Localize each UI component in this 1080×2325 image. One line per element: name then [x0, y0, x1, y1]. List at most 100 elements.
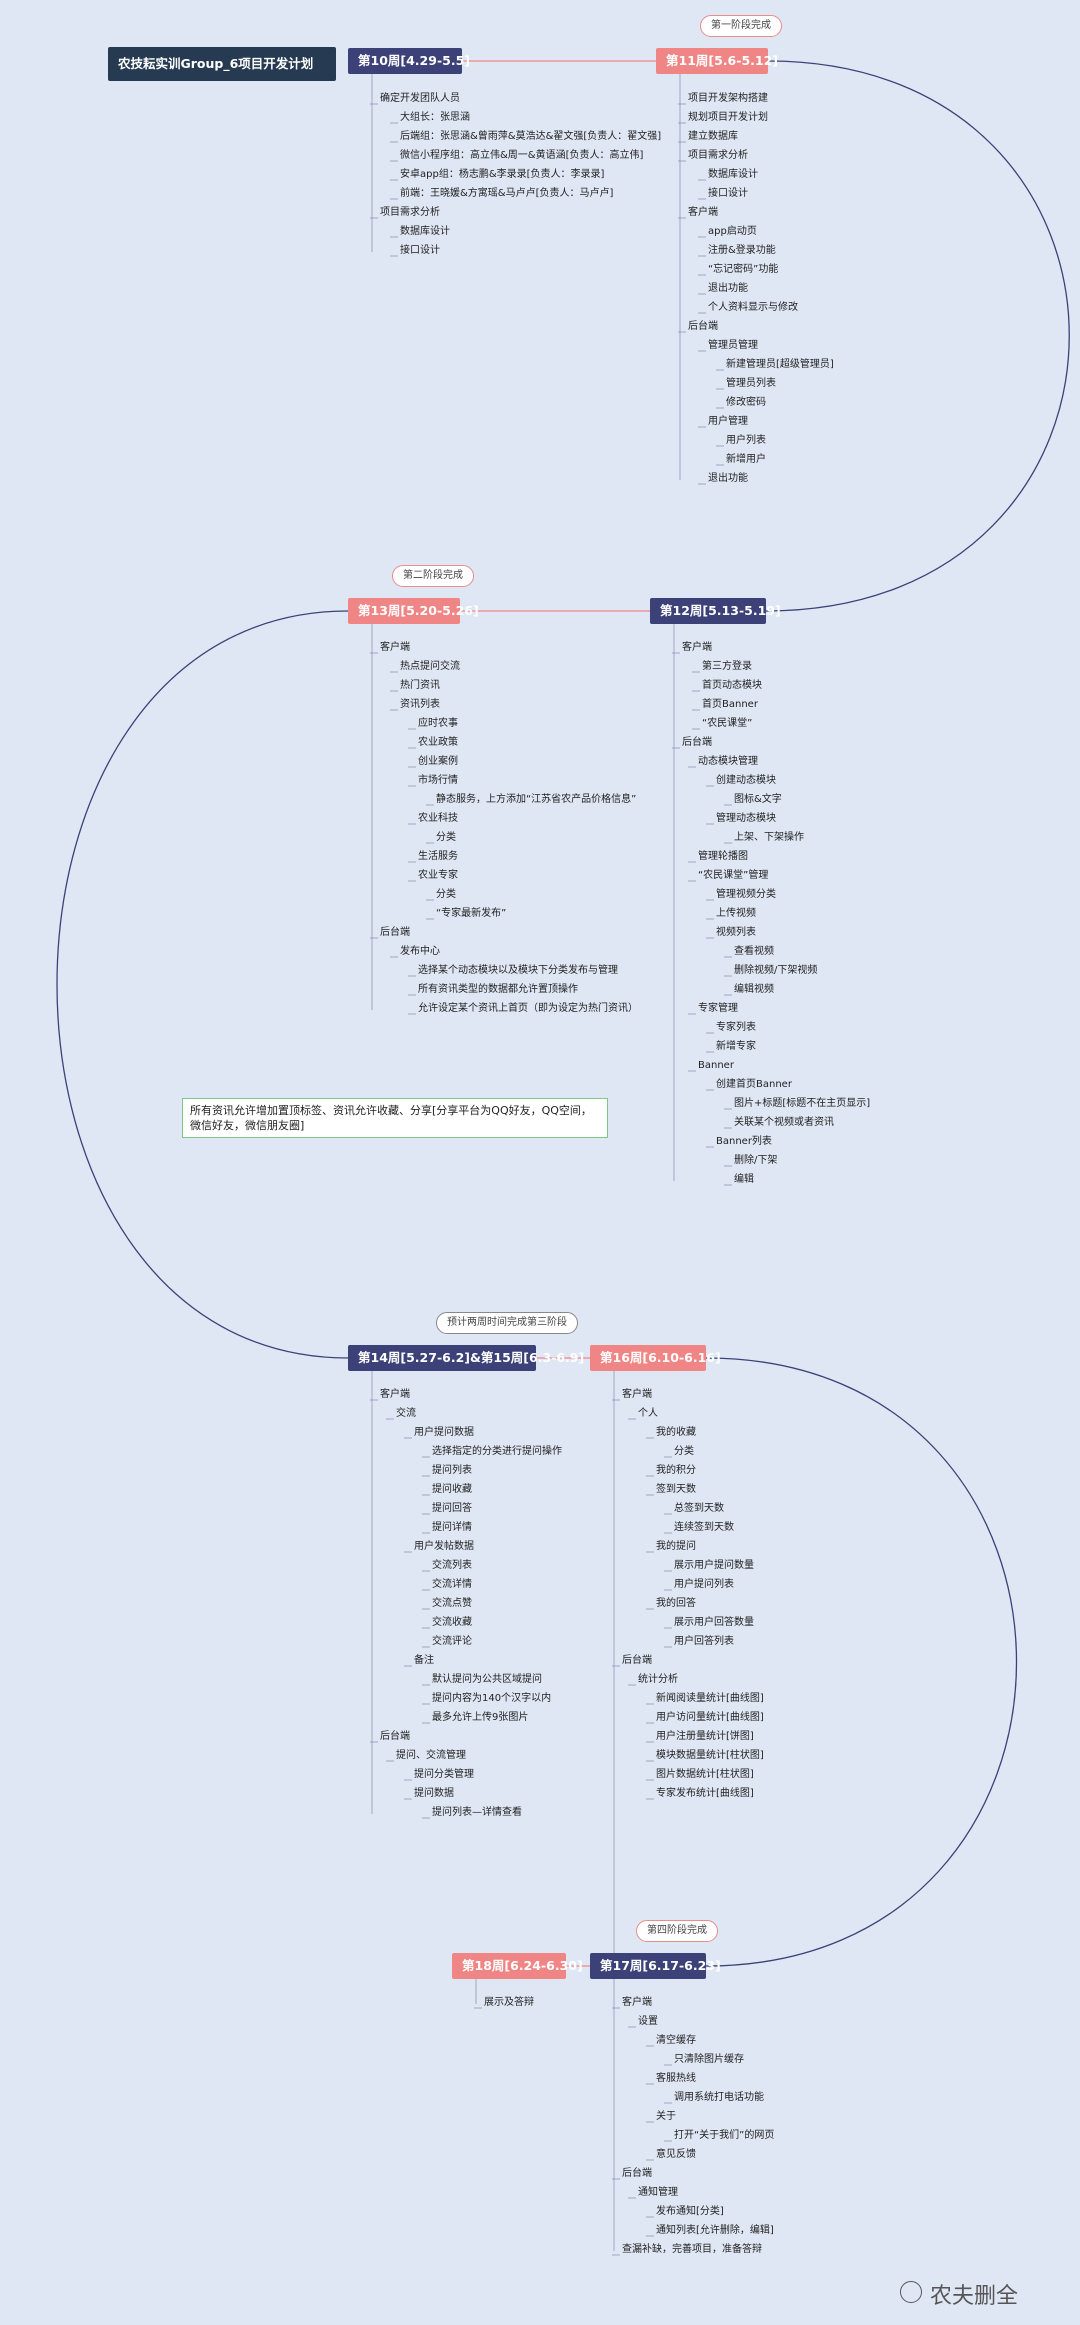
week-18-node[interactable]: 第18周[6.24-6.30] [452, 1953, 583, 1979]
task-item-e19[interactable]: 后台端 [380, 1731, 410, 1742]
task-item-b9[interactable]: 注册&登录功能 [708, 245, 776, 256]
task-item-d16[interactable]: 后台端 [380, 927, 410, 938]
task-item-f9[interactable]: 我的提问 [656, 1541, 696, 1552]
task-item-e8[interactable]: 提问详情 [432, 1522, 472, 1533]
task-item-b5[interactable]: 数据库设计 [708, 169, 758, 180]
task-item-d4[interactable]: 资讯列表 [400, 699, 440, 710]
task-item-c4[interactable]: 首页Banner [702, 699, 758, 710]
task-item-c13[interactable]: “农民课堂”管理 [698, 870, 769, 881]
task-item-c18[interactable]: 删除视频/下架视频 [734, 965, 818, 976]
task-item-d13[interactable]: 农业专家 [418, 870, 458, 881]
task-item-f13[interactable]: 展示用户回答数量 [674, 1617, 754, 1628]
task-item-b7[interactable]: 客户端 [688, 207, 718, 218]
task-item-e9[interactable]: 用户发帖数据 [414, 1541, 474, 1552]
week-12-node[interactable]: 第12周[5.13-5.19] [650, 598, 781, 624]
task-item-c10[interactable]: 管理动态模块 [716, 813, 776, 824]
task-item-b18[interactable]: 用户管理 [708, 416, 748, 427]
task-item-d1[interactable]: 客户端 [380, 642, 410, 653]
task-item-c26[interactable]: 关联某个视频或者资讯 [734, 1117, 834, 1128]
task-item-d19[interactable]: 所有资讯类型的数据都允许置顶操作 [418, 984, 578, 995]
task-item-c12[interactable]: 管理轮播图 [698, 851, 748, 862]
task-item-e11[interactable]: 交流详情 [432, 1579, 472, 1590]
task-item-f22[interactable]: 专家发布统计[曲线图] [656, 1788, 754, 1799]
task-item-f16[interactable]: 统计分析 [638, 1674, 678, 1685]
task-item-e15[interactable]: 备注 [414, 1655, 434, 1666]
task-item-b16[interactable]: 管理员列表 [726, 378, 776, 389]
task-item-a7[interactable]: 项目需求分析 [380, 207, 440, 218]
task-item-b14[interactable]: 管理员管理 [708, 340, 758, 351]
task-item-g3[interactable]: 清空缓存 [656, 2035, 696, 2046]
task-item-b2[interactable]: 规划项目开发计划 [688, 112, 768, 123]
task-item-g5[interactable]: 客服热线 [656, 2073, 696, 2084]
task-item-f18[interactable]: 用户访问量统计[曲线图] [656, 1712, 764, 1723]
task-item-b20[interactable]: 新增用户 [726, 454, 766, 465]
task-item-d12[interactable]: 生活服务 [418, 851, 458, 862]
task-item-c20[interactable]: 专家管理 [698, 1003, 738, 1014]
task-item-b1[interactable]: 项目开发架构搭建 [688, 93, 768, 104]
task-item-g8[interactable]: 打开“关于我们”的网页 [674, 2130, 775, 2141]
task-item-d5[interactable]: 应时农事 [418, 718, 458, 729]
task-item-e2[interactable]: 交流 [396, 1408, 416, 1419]
task-item-b8[interactable]: app启动页 [708, 226, 757, 237]
task-item-f7[interactable]: 总签到天数 [674, 1503, 724, 1514]
task-item-a9[interactable]: 接口设计 [400, 245, 440, 256]
task-item-f10[interactable]: 展示用户提问数量 [674, 1560, 754, 1571]
week-14-15-node[interactable]: 第14周[5.27-6.2]&第15周[6.3-6.9] [348, 1345, 584, 1371]
task-item-e1[interactable]: 客户端 [380, 1389, 410, 1400]
task-item-c16[interactable]: 视频列表 [716, 927, 756, 938]
task-item-g14[interactable]: 查漏补缺，完善项目，准备答辩 [622, 2244, 762, 2255]
task-item-a4[interactable]: 微信小程序组：高立伟&周一&黄语涵[负责人：高立伟] [400, 150, 644, 161]
task-item-f20[interactable]: 模块数据量统计[柱状图] [656, 1750, 764, 1761]
week-16-node[interactable]: 第16周[6.10-6.16] [590, 1345, 721, 1371]
task-item-g12[interactable]: 发布通知[分类] [656, 2206, 724, 2217]
task-item-d10[interactable]: 农业科技 [418, 813, 458, 824]
task-item-c28[interactable]: 删除/下架 [734, 1155, 778, 1166]
task-item-a1[interactable]: 确定开发团队人员 [380, 93, 460, 104]
task-item-f2[interactable]: 个人 [638, 1408, 658, 1419]
task-item-a2[interactable]: 大组长：张思涵 [400, 112, 470, 123]
task-item-e13[interactable]: 交流收藏 [432, 1617, 472, 1628]
task-item-c11[interactable]: 上架、下架操作 [734, 832, 804, 843]
task-item-d6[interactable]: 农业政策 [418, 737, 458, 748]
task-item-d9[interactable]: 静态服务，上方添加“江苏省农产品价格信息” [436, 794, 637, 805]
task-item-b15[interactable]: 新建管理员[超级管理员] [726, 359, 834, 370]
task-item-d15[interactable]: “专家最新发布” [436, 908, 507, 919]
week-10-node[interactable]: 第10周[4.29-5.5] [348, 48, 470, 74]
task-item-c21[interactable]: 专家列表 [716, 1022, 756, 1033]
task-item-f12[interactable]: 我的回答 [656, 1598, 696, 1609]
task-item-e21[interactable]: 提问分类管理 [414, 1769, 474, 1780]
task-item-g11[interactable]: 通知管理 [638, 2187, 678, 2198]
task-item-c15[interactable]: 上传视频 [716, 908, 756, 919]
task-item-c7[interactable]: 动态模块管理 [698, 756, 758, 767]
task-item-d3[interactable]: 热门资讯 [400, 680, 440, 691]
task-item-c1[interactable]: 客户端 [682, 642, 712, 653]
task-item-d17[interactable]: 发布中心 [400, 946, 440, 957]
task-item-g9[interactable]: 意见反馈 [656, 2149, 696, 2160]
task-item-b10[interactable]: “忘记密码”功能 [708, 264, 779, 275]
task-item-d11[interactable]: 分类 [436, 832, 456, 843]
task-item-f17[interactable]: 新闻阅读量统计[曲线图] [656, 1693, 764, 1704]
task-item-e23[interactable]: 提问列表—详情查看 [432, 1807, 522, 1818]
task-item-e18[interactable]: 最多允许上传9张图片 [432, 1712, 529, 1723]
task-item-e17[interactable]: 提问内容为140个汉字以内 [432, 1693, 552, 1704]
task-item-c22[interactable]: 新增专家 [716, 1041, 756, 1052]
task-item-f6[interactable]: 签到天数 [656, 1484, 696, 1495]
task-item-c23[interactable]: Banner [698, 1060, 734, 1071]
task-item-c24[interactable]: 创建首页Banner [716, 1079, 792, 1090]
task-item-e6[interactable]: 提问收藏 [432, 1484, 472, 1495]
task-item-c8[interactable]: 创建动态模块 [716, 775, 776, 786]
task-item-f11[interactable]: 用户提问列表 [674, 1579, 734, 1590]
task-item-b12[interactable]: 个人资料显示与修改 [708, 302, 798, 313]
task-item-c5[interactable]: “农民课堂” [702, 718, 753, 729]
task-item-f21[interactable]: 图片数据统计[柱状图] [656, 1769, 754, 1780]
task-item-b6[interactable]: 接口设计 [708, 188, 748, 199]
task-item-a8[interactable]: 数据库设计 [400, 226, 450, 237]
task-item-c17[interactable]: 查看视频 [734, 946, 774, 957]
task-item-c27[interactable]: Banner列表 [716, 1136, 772, 1147]
task-item-f19[interactable]: 用户注册量统计[饼图] [656, 1731, 754, 1742]
task-item-e22[interactable]: 提问数据 [414, 1788, 454, 1799]
task-item-h1[interactable]: 展示及答辩 [484, 1997, 534, 2008]
task-item-e14[interactable]: 交流评论 [432, 1636, 472, 1647]
task-item-g6[interactable]: 调用系统打电话功能 [674, 2092, 764, 2103]
task-item-a6[interactable]: 前端：王晓媛&方寓瑶&马卢卢[负责人：马卢卢] [400, 188, 614, 199]
